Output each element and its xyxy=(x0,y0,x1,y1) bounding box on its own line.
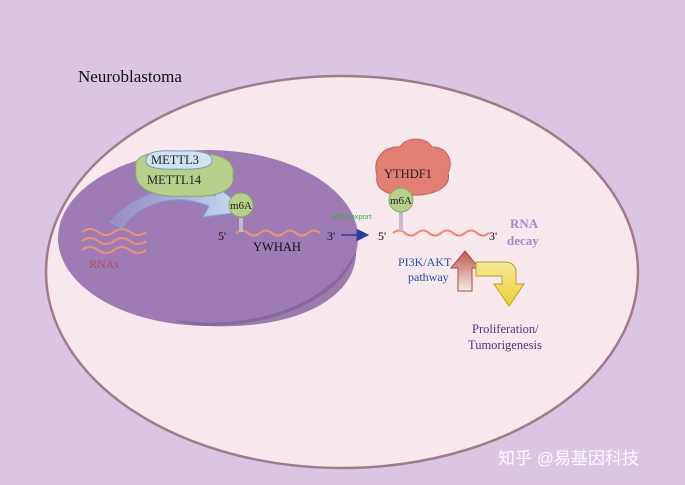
mettl3-blob xyxy=(145,150,213,170)
gene-label: YWHAH xyxy=(253,240,301,254)
decay-label-line2: decay xyxy=(507,233,539,248)
nucleus-mrna: m6A 5' 3' YWHAH xyxy=(218,192,335,254)
ythdf1-label: YTHDF1 xyxy=(384,167,432,181)
cyto-m6a-mark xyxy=(388,187,414,213)
writer-complex: METTL3 METTL14 xyxy=(135,150,234,197)
nucleus-mrna-strand xyxy=(235,229,321,237)
mettl3-label: METTL3 xyxy=(151,153,199,167)
decay-label-line1: RNA xyxy=(510,216,539,231)
pathway-label-line1: PI3K/AKT xyxy=(398,255,452,269)
outcome-label-line1: Proliferation/ xyxy=(472,322,539,336)
outcome-label-line2: Tumorigenesis xyxy=(468,338,542,352)
cyto-five-prime: 5' xyxy=(378,229,386,243)
cyto-m6a-label: m6A xyxy=(390,195,412,207)
rnas-squiggles xyxy=(81,227,147,255)
cyto-mrna-strand xyxy=(392,229,490,237)
diagram-title: Neuroblastoma xyxy=(78,67,182,86)
export-label: RNA export xyxy=(333,212,372,221)
nucleus xyxy=(58,150,358,326)
pathway-down-arrow xyxy=(475,261,525,307)
watermark: 知乎 @易基因科技 xyxy=(498,449,639,468)
nucleus-three-prime: 3' xyxy=(327,229,335,243)
pathway-label-line2: pathway xyxy=(408,270,449,284)
mettl14-label: METTL14 xyxy=(147,173,202,187)
nucleus-m6a-mark xyxy=(228,192,254,218)
nucleus-m6a-label: m6A xyxy=(230,200,252,212)
cytoplasm-mrna: m6A 5' 3' xyxy=(378,187,497,243)
cyto-three-prime: 3' xyxy=(489,229,497,243)
rnas-label: RNAs xyxy=(89,257,119,271)
nucleus-five-prime: 5' xyxy=(218,229,226,243)
nucleus-shadow xyxy=(175,250,357,327)
pathway-up-arrow xyxy=(449,250,481,292)
